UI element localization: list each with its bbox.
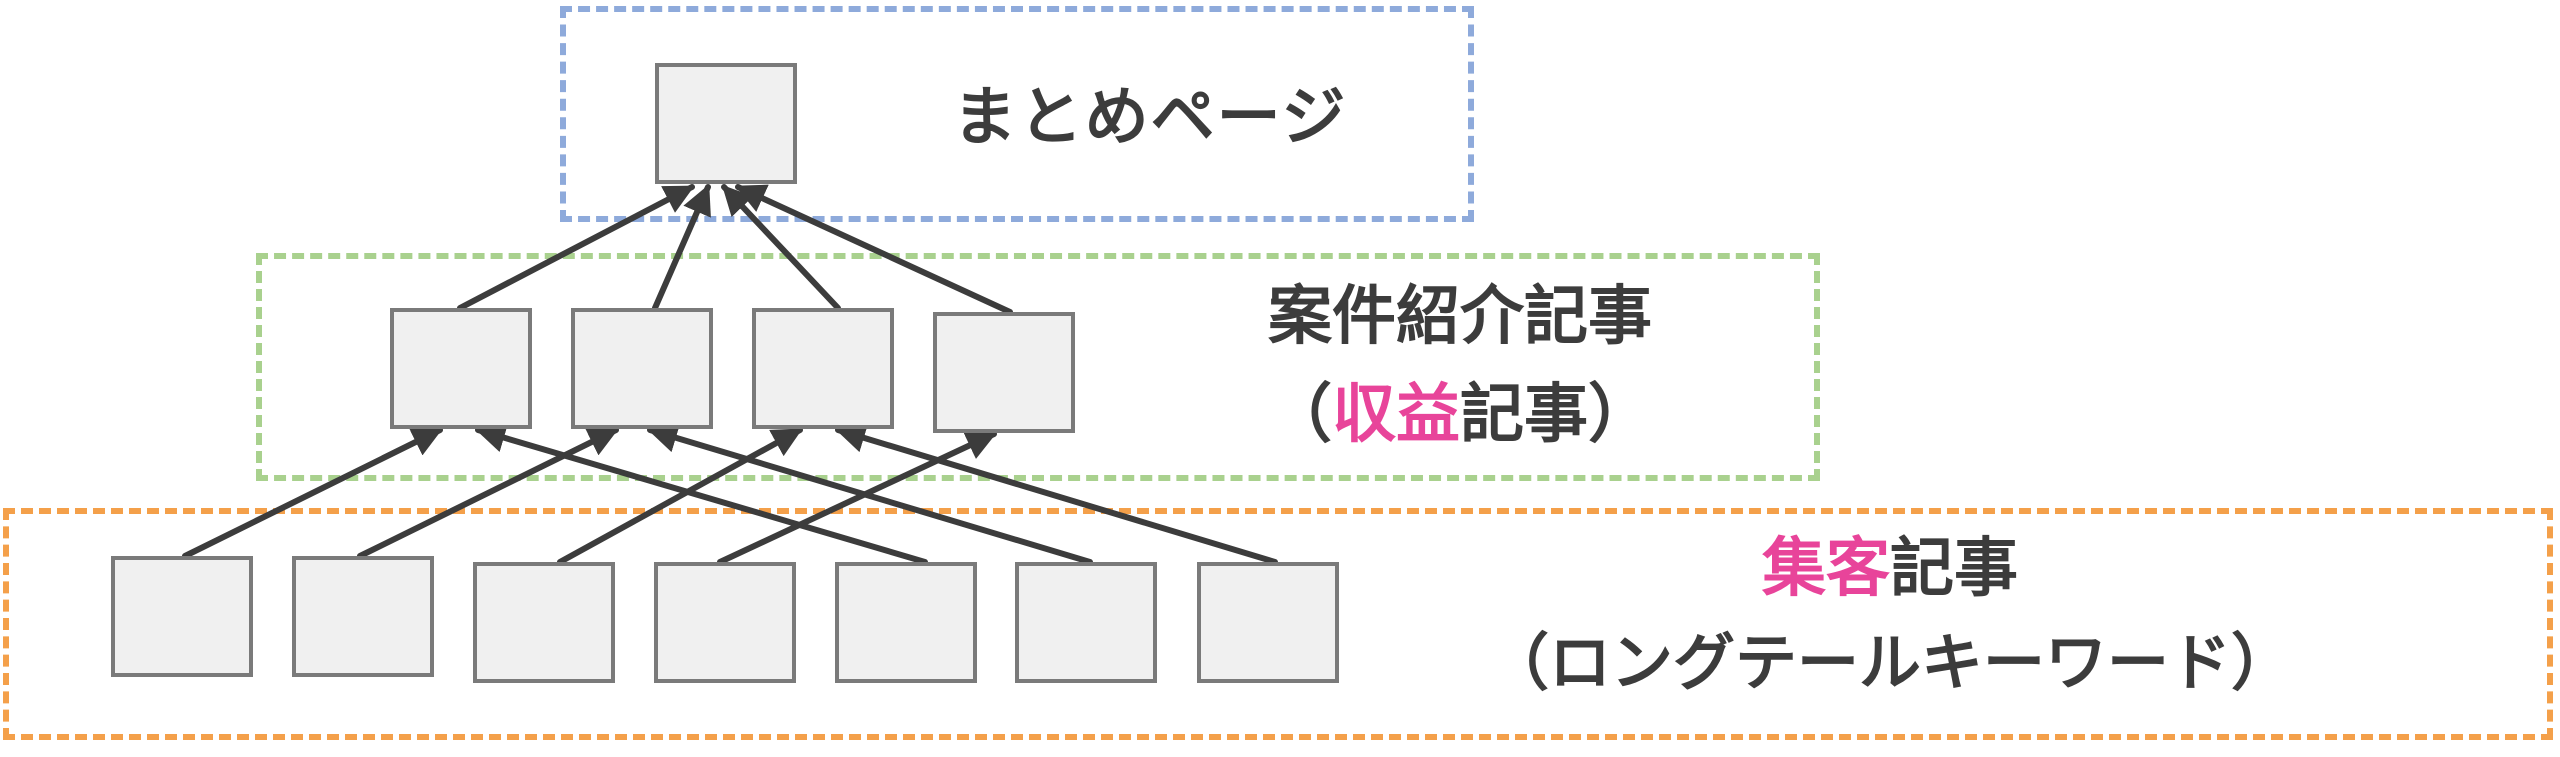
bottom-node-2 — [292, 556, 434, 677]
case-intro-label: 案件紹介記事 — [1268, 280, 1652, 354]
long-tail-keyword-label: （ロングテールキーワード） — [1486, 626, 2293, 699]
bottom-node-4 — [654, 562, 796, 683]
paren-open: （ — [1268, 378, 1332, 452]
revenue-article-label: （収益記事） — [1190, 383, 1730, 447]
bottom-node-5 — [835, 562, 977, 683]
summary-page-node — [655, 63, 797, 184]
bottom-node-3 — [473, 562, 615, 683]
attraction-rest: 記事 — [1890, 532, 2018, 606]
attraction-article-label: 集客記事 — [1620, 537, 2160, 601]
bottom-node-7 — [1197, 562, 1339, 683]
middle-node-4 — [933, 312, 1075, 433]
middle-node-3 — [752, 308, 894, 429]
paren-close: ） — [1588, 378, 1652, 452]
revenue-rest: 記事 — [1460, 378, 1588, 452]
summary-page-label: まとめページ — [952, 81, 1348, 155]
middle-node-1 — [390, 308, 532, 429]
tier-bottom-box — [3, 508, 2553, 740]
tier-top-box — [560, 6, 1474, 222]
attraction-highlight: 集客 — [1762, 532, 1890, 606]
revenue-highlight: 収益 — [1332, 378, 1460, 452]
bottom-node-6 — [1015, 562, 1157, 683]
middle-node-2 — [571, 308, 713, 429]
bottom-node-1 — [111, 556, 253, 677]
